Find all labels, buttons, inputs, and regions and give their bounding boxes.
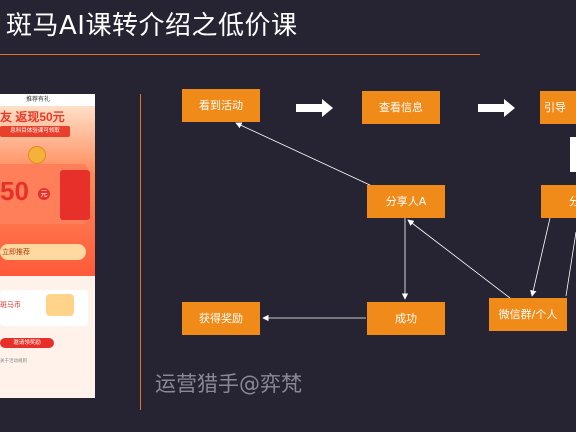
node-wechat: 微信群/个人	[489, 298, 567, 331]
phone-cta-button[interactable]: 立即推荐	[0, 244, 86, 260]
title-underline	[0, 54, 480, 55]
phone-screenshot: 推荐有礼 友 返现50元 息科目体验课可领取 50 元 立即推荐 斑马币 邀请领…	[0, 94, 95, 398]
coin-icon	[28, 146, 46, 164]
node-guide: 引导	[540, 91, 576, 124]
node-see-activity: 看到活动	[182, 89, 260, 122]
node-get-reward: 获得奖励	[182, 302, 260, 335]
node-success: 成功	[367, 302, 445, 335]
phone-subtitle: 息科目体验课可领取	[0, 126, 70, 137]
phone-coin-label: 斑马币	[0, 301, 21, 309]
phone-invite-text: 友 返现50元	[0, 110, 65, 124]
red-envelope-icon	[60, 170, 90, 220]
gift-icon	[46, 294, 74, 316]
node-sharer: 分享人A	[367, 185, 445, 218]
slide-title: 斑马AI课转介绍之低价课	[6, 11, 298, 41]
vertical-divider	[140, 94, 141, 410]
node-fen: 分	[541, 185, 576, 218]
sharer-to-see-activity	[235, 122, 373, 187]
phone-amount: 50	[0, 176, 29, 206]
block-arrow-2	[478, 99, 515, 117]
wechat-to-sharer	[407, 219, 511, 299]
phone-note: 关于活动规则	[0, 359, 27, 364]
phone-reward-bar[interactable]: 邀请领奖励	[0, 338, 54, 348]
wechat-to-edge	[565, 231, 576, 297]
phone-topbar: 推荐有礼	[0, 94, 95, 106]
watermark: 运营猎手@弈梵	[155, 372, 302, 396]
node-view-info: 查看信息	[362, 91, 440, 124]
phone-yuan-badge: 元	[38, 188, 50, 200]
block-arrow-1	[296, 99, 333, 117]
block-arrow-down	[570, 137, 576, 172]
fen-to-wechat	[530, 217, 551, 297]
